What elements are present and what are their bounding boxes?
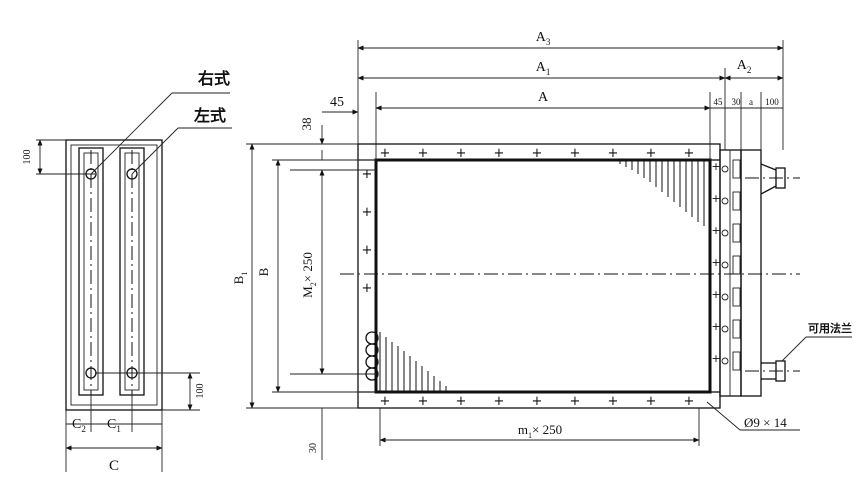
svg-text:+: +: [362, 243, 373, 258]
seg-a-label: a: [749, 97, 753, 107]
flange-leader: [781, 336, 807, 362]
inlet-nozzle: [745, 163, 800, 195]
svg-text:+: +: [418, 146, 429, 161]
svg-text:+: +: [362, 167, 373, 182]
a3-label: A3: [536, 30, 551, 47]
svg-text:+: +: [608, 146, 619, 161]
left-margin-label: 45: [330, 95, 344, 110]
left-style-label: 左式: [193, 106, 226, 125]
svg-text:+: +: [456, 146, 467, 161]
casing-outer: [357, 143, 721, 409]
svg-text:+: +: [711, 288, 720, 301]
hole-spec-leader: [706, 401, 741, 431]
right-style-label: 右式: [198, 69, 230, 88]
svg-text:+: +: [494, 394, 505, 409]
a1-label: A1: [536, 60, 551, 77]
b1-label: B1: [231, 272, 249, 285]
side-frame-outer: [65, 139, 163, 411]
side-hole-top-right: [126, 168, 138, 180]
a2-label: A2: [737, 58, 752, 75]
svg-text:+: +: [711, 256, 720, 269]
seg-30-label: 30: [732, 97, 742, 107]
svg-text:+: +: [711, 224, 720, 237]
c1-label: C1: [107, 417, 121, 434]
hole-spec-label: Ø9 × 14: [744, 415, 787, 430]
front-view: 可用法兰: [231, 30, 852, 460]
svg-text:+: +: [418, 394, 429, 409]
tube-ends: [721, 165, 729, 365]
svg-text:+: +: [646, 146, 657, 161]
mounting-holes-bottom: + + + + + + + + +: [380, 394, 695, 409]
m1-label: m1× 250: [518, 422, 562, 440]
svg-text:+: +: [711, 320, 720, 333]
fin-hatching-top: [619, 161, 711, 230]
svg-text:+: +: [646, 394, 657, 409]
side-view: 右式 左式 100 100 C2 C1 C: [22, 69, 232, 474]
flange-note: 可用法兰: [808, 321, 852, 335]
a-label: A: [538, 90, 549, 105]
b-label: B: [256, 267, 271, 276]
c-label: C: [109, 458, 119, 474]
side-bottom-offset: 100: [195, 384, 206, 399]
svg-text:+: +: [380, 146, 391, 161]
svg-text:+: +: [570, 146, 581, 161]
m2-label: M2× 250: [300, 252, 318, 298]
svg-text:+: +: [362, 205, 373, 220]
outlet-nozzle: [745, 360, 800, 382]
svg-text:+: +: [711, 192, 720, 205]
mounting-holes-right: + + + + + + +: [711, 160, 720, 365]
mounting-holes-left: + + + +: [362, 167, 373, 296]
seg-100-label: 100: [765, 97, 779, 107]
fin-hatching-bottom: [379, 332, 447, 392]
svg-text:+: +: [711, 160, 720, 173]
svg-text:+: +: [532, 394, 543, 409]
seg-45-label: 45: [714, 97, 724, 107]
mounting-holes-top: + + + + + + + + +: [380, 146, 695, 161]
casing-inner: [374, 158, 712, 394]
svg-text:+: +: [684, 146, 695, 161]
svg-text:+: +: [570, 394, 581, 409]
left-style-leader: [131, 127, 179, 175]
c2-label: C2: [72, 417, 86, 434]
header-end-plate: [740, 149, 762, 397]
svg-text:+: +: [380, 394, 391, 409]
svg-text:+: +: [494, 146, 505, 161]
header-slots: [732, 159, 741, 371]
right-style-leader: [90, 92, 173, 175]
svg-text:+: +: [532, 146, 543, 161]
side-frame-inner: [70, 144, 158, 406]
svg-text:+: +: [711, 352, 720, 365]
bottom-margin-label: 30: [308, 443, 319, 453]
side-top-offset: 100: [22, 150, 33, 165]
top-margin-label: 38: [299, 118, 314, 131]
svg-text:+: +: [608, 394, 619, 409]
svg-text:+: +: [362, 281, 373, 296]
svg-text:+: +: [684, 394, 695, 409]
svg-text:+: +: [456, 394, 467, 409]
